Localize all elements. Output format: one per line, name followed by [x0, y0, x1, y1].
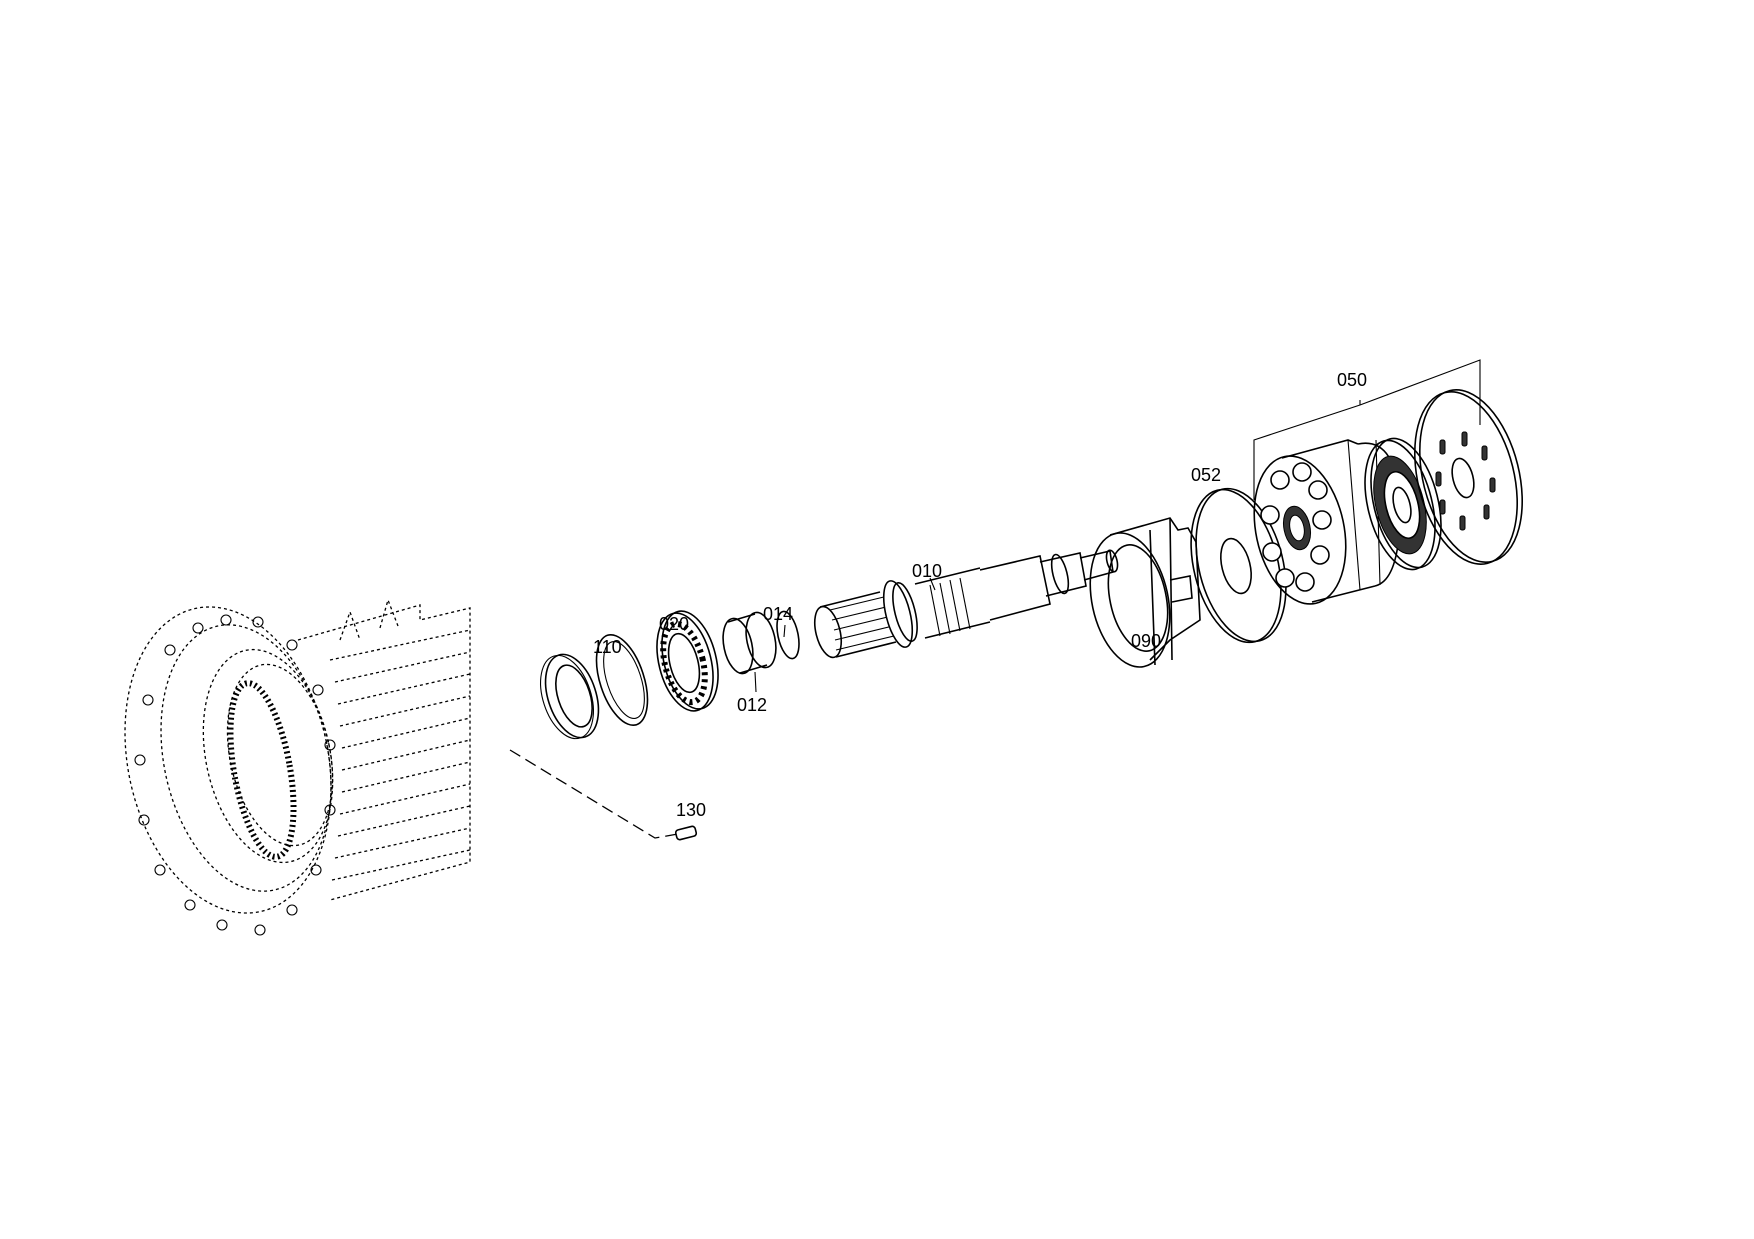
part-010-shaft [813, 549, 1119, 659]
part-110-snap-ring [595, 633, 649, 727]
callout-090: 090 [1131, 631, 1161, 651]
part-050-group [1253, 359, 1524, 605]
part-014-o-ring [776, 610, 800, 660]
callout-012: 012 [737, 695, 767, 715]
part-130-pin [674, 825, 698, 841]
callout-130: 130 [676, 800, 706, 820]
callout-110: 110 [593, 637, 622, 657]
part-052-washer [1190, 487, 1287, 644]
leader-010 [929, 577, 936, 591]
valve-plate [1364, 437, 1442, 571]
callout-014: 014 [763, 604, 793, 624]
part-090-ring [1089, 517, 1201, 668]
part-012-sleeve [722, 611, 777, 675]
part-seal-ring [540, 653, 600, 740]
leader-130 [509, 749, 679, 839]
part-020-bearing [656, 610, 719, 712]
housing [124, 597, 471, 936]
callout-050: 050 [1337, 370, 1367, 390]
end-plate [1413, 389, 1524, 565]
callout-020: 020 [659, 614, 689, 634]
callout-010: 010 [912, 561, 942, 581]
leader-012 [754, 671, 757, 693]
callout-052: 052 [1191, 465, 1221, 485]
leader-014 [783, 624, 786, 638]
